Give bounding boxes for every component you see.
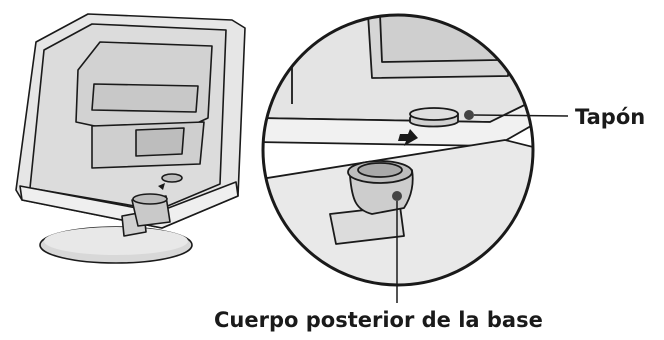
cap-label: Tapón bbox=[575, 105, 646, 129]
insert-arrow bbox=[398, 129, 418, 146]
stand-rear-body-label: Cuerpo posterior de la base bbox=[214, 308, 543, 332]
cap-marker bbox=[464, 110, 474, 120]
stand-rear-body-marker bbox=[392, 191, 402, 201]
tv-rear-illustration bbox=[15, 13, 246, 264]
zoom-circle-border bbox=[261, 13, 535, 287]
cap-leader-line bbox=[473, 114, 569, 117]
cap-small bbox=[161, 173, 183, 183]
